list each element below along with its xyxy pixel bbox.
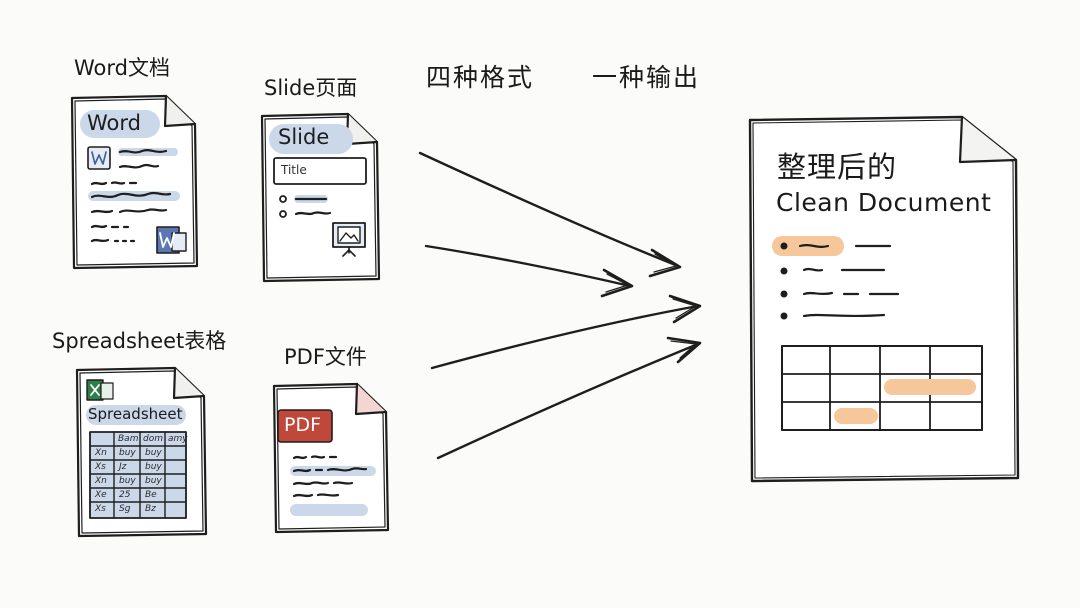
- word-chip: Word: [87, 111, 141, 135]
- output-title: 整理后的: [777, 150, 898, 184]
- sheet-cell: Jz: [119, 462, 127, 472]
- pdf-chip: PDF: [284, 414, 322, 436]
- sheet-cell: Bz: [145, 504, 156, 514]
- sheet-cell: buy: [119, 476, 136, 486]
- word-file-icon: [156, 226, 187, 254]
- heading-formats: 四种格式: [426, 63, 535, 92]
- output-table: [781, 345, 983, 431]
- sheet-cell: buy: [145, 476, 162, 486]
- heading-output: 一种输出: [592, 63, 701, 92]
- slide-chip: Slide: [278, 125, 330, 149]
- sheet-header-cell: Bam: [118, 434, 139, 444]
- sheet-header-cell: amy: [168, 434, 188, 444]
- sheet-cell: buy: [119, 448, 136, 458]
- sheet-header-cell: dom: [143, 434, 163, 444]
- sheet-cell: 25: [119, 490, 131, 500]
- word-icon: [87, 146, 111, 170]
- spreadsheet-label: Spreadsheet表格: [52, 329, 227, 353]
- slide-title-text: Title: [281, 163, 307, 177]
- sheet-cell: Xs: [95, 462, 106, 472]
- sheet-cell: Xe: [95, 490, 107, 500]
- sheet-cell: Xn: [95, 476, 107, 486]
- pdf-badge: [277, 409, 333, 443]
- arrow-3: [430, 294, 702, 370]
- clean-document: [748, 115, 1020, 483]
- sheet-cell: buy: [145, 462, 162, 472]
- sheet-cell: Be: [145, 490, 157, 500]
- sheet-cell: Xn: [95, 448, 107, 458]
- word-document: [70, 94, 199, 270]
- output-subtitle: Clean Document: [776, 188, 992, 217]
- slide-title-box: [273, 157, 367, 185]
- arrows: [418, 151, 702, 460]
- pdf-label: PDF文件: [284, 345, 367, 369]
- excel-icon: [86, 379, 114, 401]
- arrow-2: [424, 244, 634, 298]
- sheet-cell: Xs: [95, 504, 106, 514]
- spreadsheet-document: [75, 366, 208, 538]
- slide-document: [260, 112, 381, 283]
- slide-label: Slide页面: [264, 76, 358, 100]
- word-chip-highlight: [80, 110, 160, 138]
- arrow-1: [418, 151, 682, 278]
- arrow-4: [436, 336, 702, 460]
- word-label: Word文档: [74, 56, 170, 80]
- sheet-cell: buy: [145, 448, 162, 458]
- picture-icon: [332, 222, 366, 257]
- sheet-cell: Sg: [119, 504, 131, 514]
- pdf-document: [272, 382, 390, 534]
- spreadsheet-chip: Spreadsheet: [88, 405, 183, 423]
